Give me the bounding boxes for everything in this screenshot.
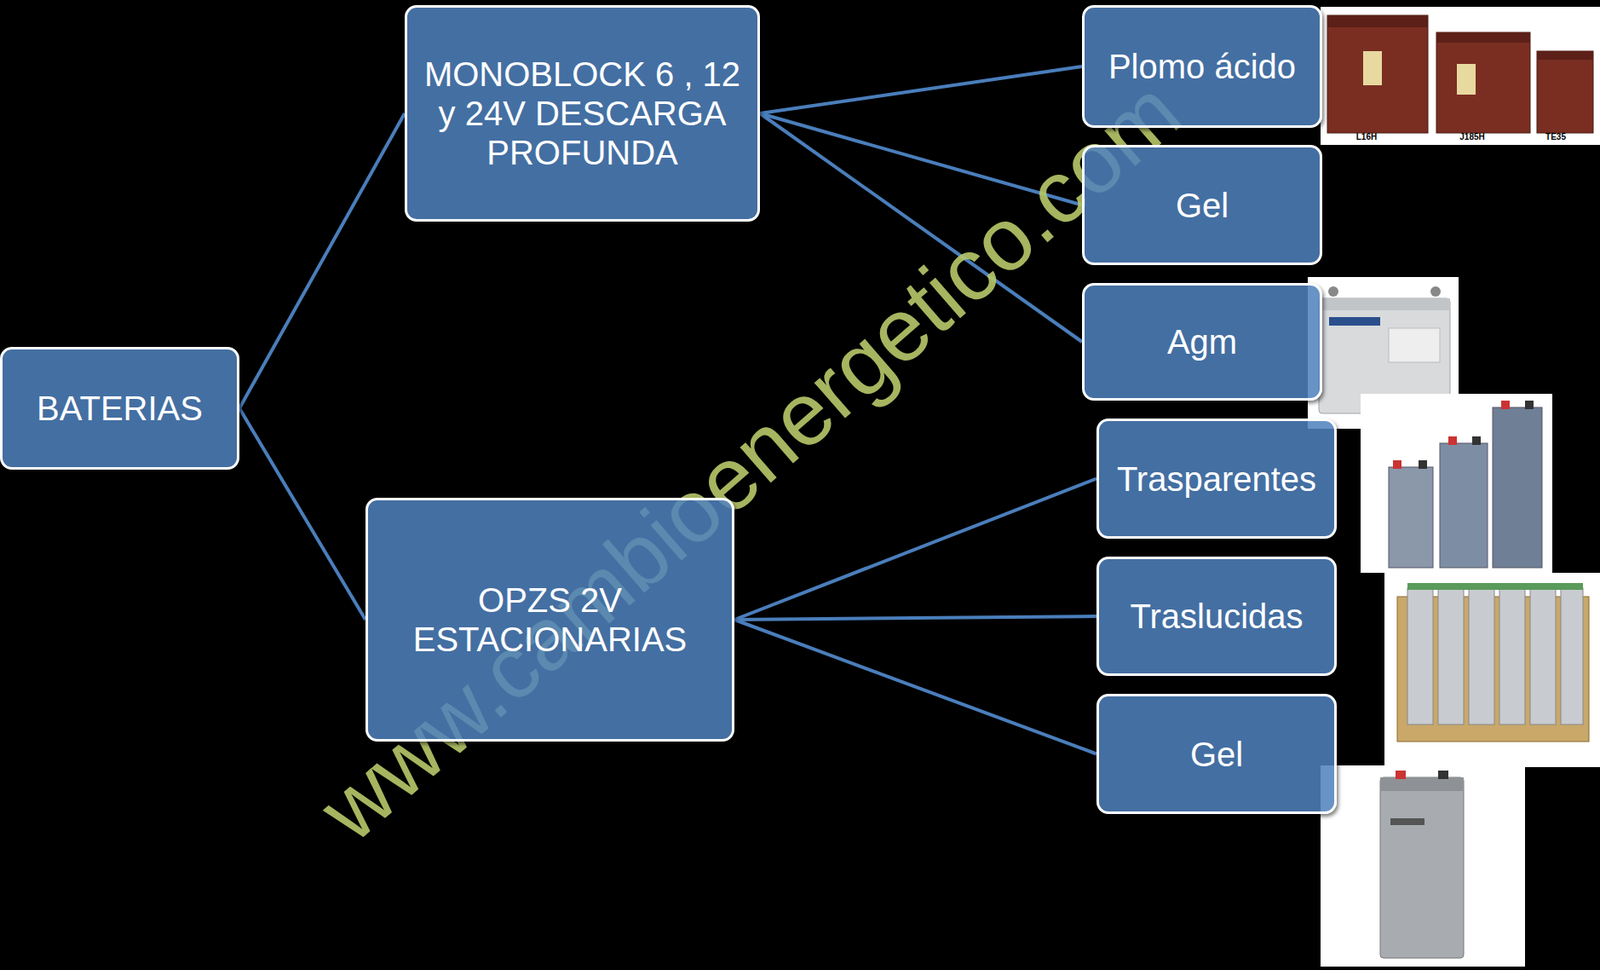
connector-line xyxy=(759,66,1083,114)
box-label: Trasparentes xyxy=(1116,459,1317,499)
box-label: MONOBLOCK 6 , 12 y 24V DESCARGA PROFUNDA xyxy=(417,54,748,173)
box-label: Traslucidas xyxy=(1129,596,1303,636)
box-label: Gel xyxy=(1175,185,1229,225)
model-caption: TE35 xyxy=(1545,132,1566,142)
category-box: Agm xyxy=(1082,282,1323,401)
category-box: Trasparentes xyxy=(1096,418,1337,539)
connector-line xyxy=(239,408,366,620)
box-label: Gel xyxy=(1190,734,1244,774)
connector-line xyxy=(239,113,405,409)
connector-line xyxy=(734,615,1097,620)
category-box: BATERIAS xyxy=(0,346,240,470)
model-caption: J185H xyxy=(1459,132,1485,142)
box-label: Agm xyxy=(1167,322,1238,362)
box-label: Plomo ácido xyxy=(1108,46,1296,87)
model-caption: L16H xyxy=(1356,132,1377,142)
category-box: MONOBLOCK 6 , 12 y 24V DESCARGA PROFUNDA xyxy=(404,5,760,222)
category-box: Gel xyxy=(1082,144,1323,265)
category-box: OPZS 2V ESTACIONARIAS xyxy=(365,497,735,742)
box-label: OPZS 2V ESTACIONARIAS xyxy=(378,580,722,659)
category-box: Traslucidas xyxy=(1096,556,1337,676)
category-box: Gel xyxy=(1096,693,1337,814)
connector-line xyxy=(734,478,1097,621)
category-box: Plomo ácido xyxy=(1082,5,1323,128)
connector-line xyxy=(734,619,1097,754)
box-label: BATERIAS xyxy=(36,388,203,428)
